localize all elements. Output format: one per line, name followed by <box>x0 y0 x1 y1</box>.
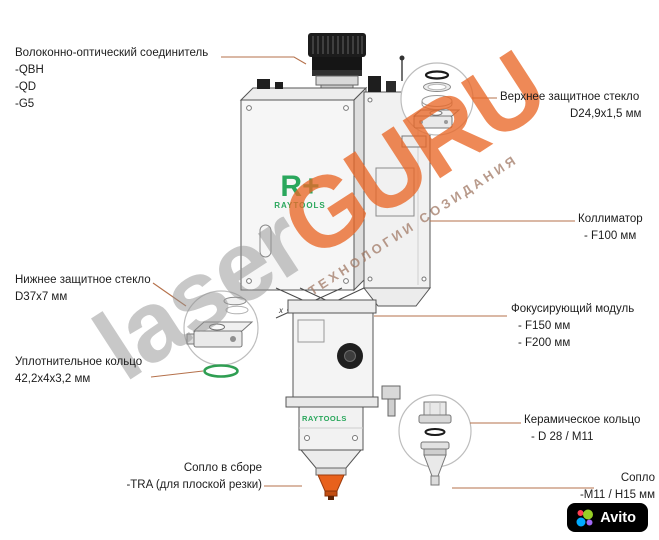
label-lower-glass: Нижнее защитное стекло D37x7 мм <box>15 272 151 306</box>
label-focus-module-option: - F200 мм <box>518 337 571 349</box>
protective-glass-disc <box>421 95 453 107</box>
callout-ceramic-ring <box>398 394 472 486</box>
callout-upper-glass <box>400 62 474 136</box>
nozzle-module-illustration: RAYTOOLS <box>298 406 364 500</box>
label-o-ring: Уплотнительное кольцо 42,2x4x3,2 мм <box>15 354 142 388</box>
label-nozzle-title: Сопло <box>620 472 655 484</box>
label-fiber-connector-title: Волоконно-оптический соединитель <box>15 47 209 59</box>
o-ring-black-lower <box>424 428 446 436</box>
label-collimator: Коллиматор - F100 мм <box>578 211 643 245</box>
label-focus-module-title: Фокусирующий модуль <box>511 303 635 315</box>
main-body-illustration: R+ RAYTOOLS <box>239 79 368 292</box>
label-upper-glass: Верхнее защитное стекло D24,9x1,5 мм <box>500 89 641 123</box>
label-ceramic-ring-title: Керамическое кольцо <box>524 414 641 426</box>
leader-fiber-connector <box>221 56 307 65</box>
label-focus-module-option: - F150 мм <box>518 320 571 332</box>
label-lower-glass-title: Нижнее защитное стекло <box>15 274 151 286</box>
o-ring-black-upper <box>424 70 450 80</box>
avito-logo-icon <box>576 509 594 526</box>
label-nozzle-assembly-spec: -TRA (для плоской резки) <box>126 479 262 491</box>
leader-lines <box>150 56 594 489</box>
label-nozzle-assembly: Сопло в сборе -TRA (для плоской резки) <box>126 460 262 494</box>
label-upper-glass-title: Верхнее защитное стекло <box>500 91 640 103</box>
label-nozzle-assembly-title: Сопло в сборе <box>183 462 262 474</box>
label-ceramic-ring-spec: - D 28 / M11 <box>531 431 594 443</box>
label-nozzle-spec: -M11 / H15 мм <box>579 489 655 501</box>
label-fiber-connector: Волоконно-оптический соединитель -QBH -Q… <box>15 45 208 113</box>
label-fiber-connector-option: -QD <box>15 81 37 93</box>
label-collimator-title: Коллиматор <box>578 213 643 225</box>
focus-module-illustration <box>285 299 379 408</box>
label-fiber-connector-option: -QBH <box>15 64 44 76</box>
callout-lower-glass <box>183 290 259 378</box>
raytools-logo-name-lower: RAYTOOLS <box>302 414 347 423</box>
label-upper-glass-spec: D24,9x1,5 мм <box>570 108 642 120</box>
label-o-ring-spec: 42,2x4x3,2 мм <box>15 373 91 385</box>
ceramic-ring-part <box>418 414 452 424</box>
ceramic-nozzle-tip <box>317 474 345 492</box>
label-focus-module: Фокусирующий модуль - F150 мм - F200 мм <box>511 301 634 352</box>
avito-badge: Avito <box>567 503 648 532</box>
leader-o-ring <box>150 370 204 378</box>
leader-lower-glass <box>152 282 187 307</box>
raytools-logo-mark: R+ <box>280 170 319 203</box>
air-fitting-illustration <box>381 385 401 417</box>
label-lower-glass-spec: D37x7 мм <box>15 291 68 303</box>
green-o-ring <box>203 364 239 378</box>
label-nozzle: Сопло -M11 / H15 мм <box>580 470 655 504</box>
label-o-ring-title: Уплотнительное кольцо <box>15 356 143 368</box>
label-ceramic-ring: Керамическое кольцо - D 28 / M11 <box>524 412 640 446</box>
axis-x-marker: x <box>278 306 284 315</box>
raytools-logo-name: RAYTOOLS <box>274 201 326 210</box>
avito-badge-text: Avito <box>600 509 636 526</box>
label-collimator-spec: - F100 мм <box>584 230 637 242</box>
label-fiber-connector-option: -G5 <box>15 98 35 110</box>
